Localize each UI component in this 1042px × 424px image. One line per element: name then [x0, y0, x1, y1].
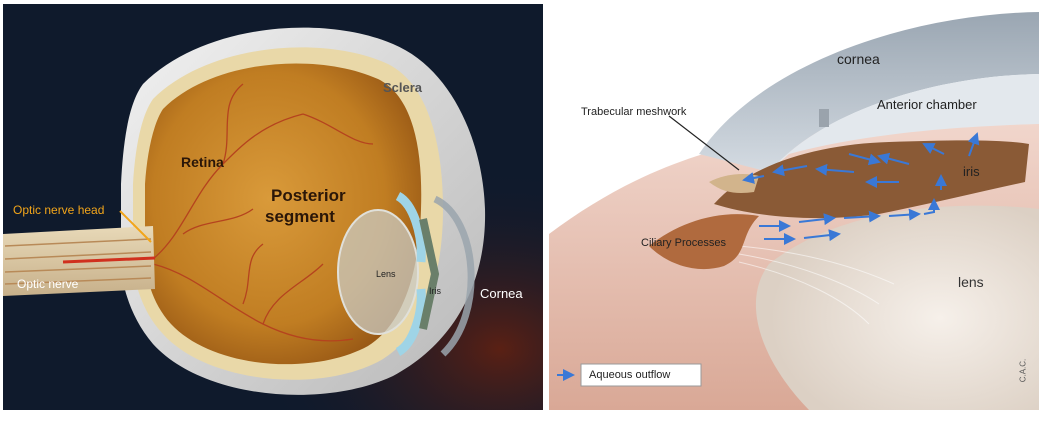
lens-shape — [337, 209, 419, 335]
zonular-fibers — [738, 245, 895, 325]
label-posterior-line1: Posterior — [271, 186, 346, 205]
label-optic-nerve: Optic nerve — [17, 277, 79, 291]
ciliary-processes-region — [649, 214, 759, 270]
label-ciliary-processes: Ciliary Processes — [641, 237, 726, 249]
label-retina: Retina — [181, 154, 224, 170]
anterior-chamber-region — [769, 74, 1039, 172]
optic-nerve-fibers — [4, 238, 152, 285]
label-iris: Iris — [429, 286, 441, 296]
legend-label-aqueous-outflow: Aqueous outflow — [589, 369, 671, 381]
label-optic-nerve-head: Optic nerve head — [13, 203, 105, 217]
label-lens-right: lens — [958, 274, 984, 290]
label-signature: C.A.C. — [1018, 358, 1028, 383]
ciliary-body-upper — [395, 192, 426, 263]
optic-nerve-head-pointer — [119, 210, 152, 243]
iris-shape — [419, 218, 440, 330]
eye-cross-section-figure: Sclera Retina Posterior segment Optic ne… — [3, 4, 543, 410]
ciliary-body-lower — [395, 288, 426, 356]
label-cornea: Cornea — [480, 286, 523, 301]
label-posterior-line2: segment — [265, 207, 335, 226]
lens-region — [755, 205, 1039, 410]
trabecular-pointer — [668, 115, 740, 171]
label-iris-right: iris — [963, 164, 980, 179]
cornea-shape — [433, 195, 475, 357]
label-anterior-chamber: Anterior chamber — [877, 97, 977, 112]
aqueous-flow-arrows — [742, 132, 980, 245]
label-lens: Lens — [376, 269, 396, 279]
label-trabecular-meshwork: Trabecular meshwork — [581, 106, 687, 118]
label-cornea-right: cornea — [837, 51, 880, 67]
cornea-region — [699, 12, 1039, 172]
central-retinal-artery — [62, 256, 156, 264]
anterior-segment-illustration — [549, 4, 1039, 410]
label-sclera: Sclera — [383, 80, 423, 95]
retinal-vessels — [152, 83, 374, 342]
aqueous-outflow-figure: cornea Anterior chamber Trabecular meshw… — [549, 4, 1039, 410]
eye-cross-section-illustration — [3, 4, 543, 410]
cornea-cut-marker — [819, 109, 829, 127]
legend-box — [580, 363, 702, 387]
